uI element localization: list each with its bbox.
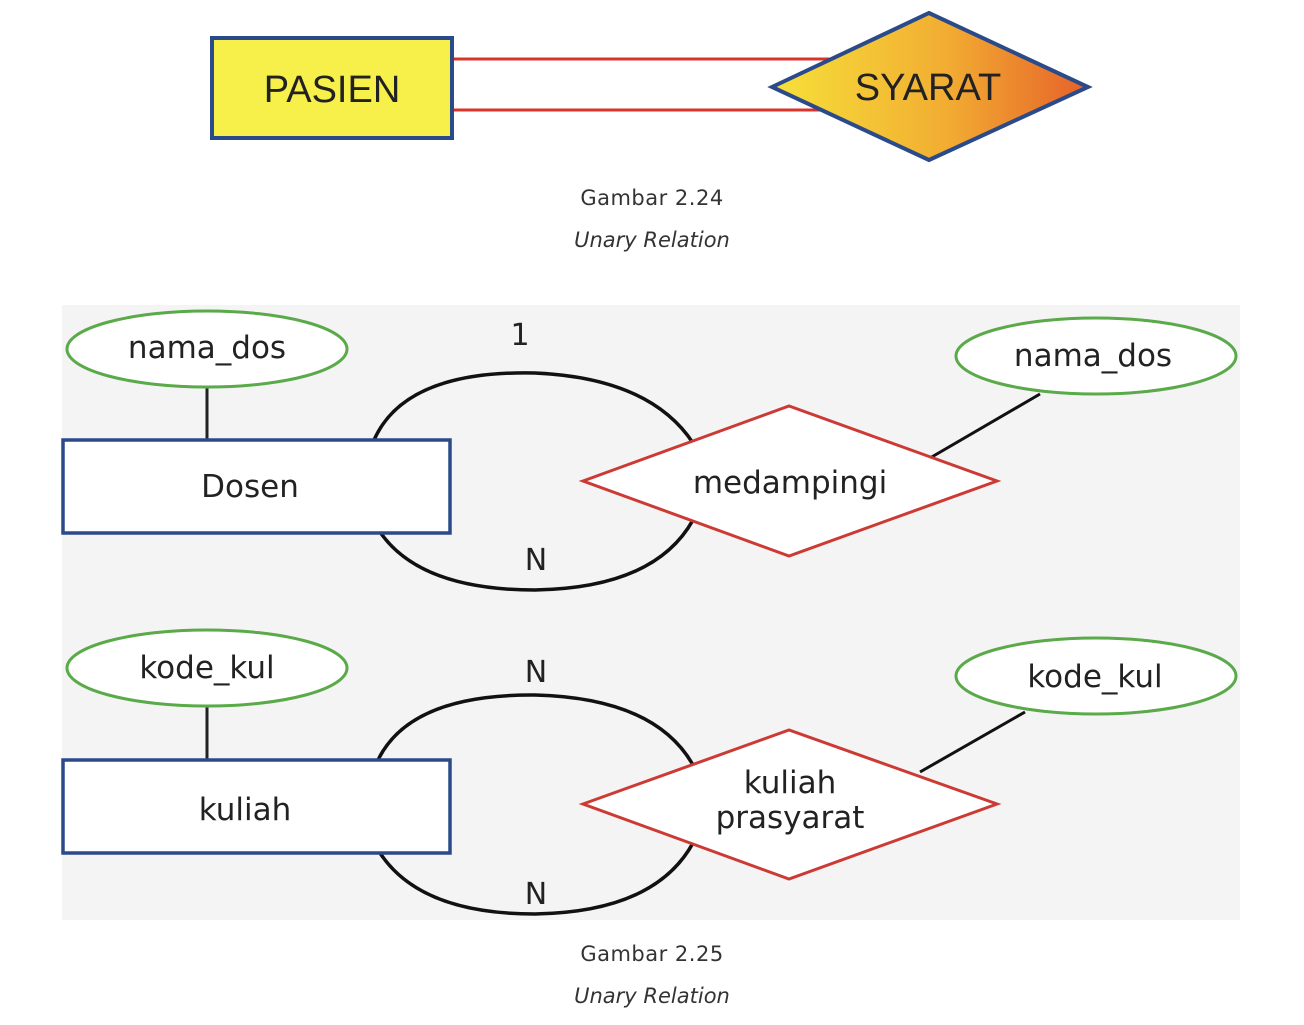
relationship-syarat xyxy=(767,10,1093,163)
entity-pasien-label: PASIEN xyxy=(264,69,401,111)
relationship-kuliah-prasyarat-line2: prasyarat xyxy=(716,800,865,836)
relationship-syarat-label: SYARAT xyxy=(855,67,1001,109)
entity-kuliah xyxy=(61,758,452,855)
connector-attribute-right-b xyxy=(919,710,1026,774)
relationship-medampingi xyxy=(578,404,1002,558)
figure-caption-title-2: Unary Relation xyxy=(574,984,730,1008)
attribute-kode-kul-right xyxy=(954,636,1238,716)
cardinality-top-a: 1 xyxy=(510,318,529,353)
attribute-kode-kul-left xyxy=(65,628,349,708)
entity-dosen-label: Dosen xyxy=(201,469,299,505)
self-loop-top-b xyxy=(376,693,695,766)
figure-caption-number-2: Gambar 2.25 xyxy=(580,942,724,966)
attribute-kode-kul-right-label: kode_kul xyxy=(1027,659,1162,695)
relationship-kuliah-prasyarat-line1: kuliah xyxy=(744,765,837,801)
attribute-nama-dos-left-label: nama_dos xyxy=(128,330,286,366)
figure-unary-pasien-syarat: PASIEN SYARAT xyxy=(210,10,1093,163)
figure-caption-number: Gambar 2.24 xyxy=(580,186,724,210)
attribute-kode-kul-left-label: kode_kul xyxy=(139,650,274,686)
cardinality-top-b: N xyxy=(525,655,547,690)
cardinality-bottom-a: N xyxy=(525,543,547,578)
entity-kuliah-label: kuliah xyxy=(199,792,292,828)
entity-dosen xyxy=(61,438,452,535)
figure-unary-dosen-kuliah: nama_dos nama_dos Dosen medampingi 1 N k… xyxy=(61,305,1240,920)
entity-pasien xyxy=(210,36,454,140)
figure-caption-title: Unary Relation xyxy=(574,228,730,252)
self-loop-bottom-a xyxy=(378,519,695,592)
self-loop-top-a xyxy=(372,371,695,444)
attribute-nama-dos-left xyxy=(65,309,349,389)
attribute-nama-dos-right-label: nama_dos xyxy=(1014,338,1172,374)
relationship-medampingi-label: medampingi xyxy=(693,465,887,501)
connector-attribute-right-a xyxy=(929,392,1041,460)
cardinality-bottom-b: N xyxy=(525,877,547,912)
self-loop-bottom-b xyxy=(378,842,695,916)
relationship-kuliah-prasyarat xyxy=(578,728,1002,881)
attribute-nama-dos-right xyxy=(954,316,1238,396)
